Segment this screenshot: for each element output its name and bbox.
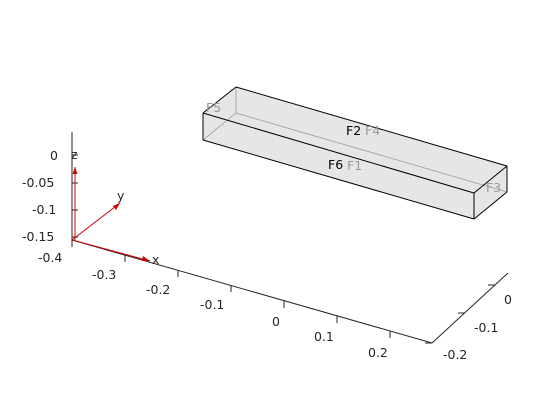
triad-y-label: y (117, 188, 125, 203)
box-edge (202, 86, 237, 114)
triad-x-line (71, 239, 151, 262)
box-hidden-edge (202, 112, 237, 141)
z-tick-label: -0.1 (32, 202, 56, 217)
triad-z-arrowhead (72, 167, 78, 174)
x-tick-label: 0.1 (314, 329, 334, 344)
box-geometry: F5 F2 F4 F6 F1 F3 (202, 86, 508, 220)
x-tick-label: -0.3 (92, 267, 116, 282)
z-tick-label: -0.05 (22, 175, 54, 190)
triad-y-arrowhead (113, 203, 120, 210)
x-tick-label: 0 (272, 314, 280, 329)
face-label-f1: F1 (347, 158, 362, 173)
box-edge (473, 191, 508, 220)
y-tick-label: -0.1 (474, 320, 498, 335)
box-front-face (203, 113, 474, 219)
box-edge (202, 112, 475, 194)
face-label-f5: F5 (206, 100, 221, 115)
face-label-f2: F2 (346, 123, 361, 138)
triad-z-label: z (71, 147, 78, 162)
box-edge (473, 165, 508, 194)
axes: -0.4 -0.3 -0.2 -0.1 0 0.1 0.2 0 -0.1 -0.… (22, 132, 512, 362)
y-tick-label: -0.2 (443, 347, 467, 362)
face-label-f6: F6 (328, 157, 343, 172)
face-label-f4: F4 (365, 123, 380, 138)
box-top-face (203, 87, 507, 193)
y-axis-line (431, 272, 509, 344)
box-edge (202, 139, 475, 220)
y-tick-label: 0 (504, 292, 512, 307)
x-tick-label: -0.2 (146, 282, 170, 297)
face-label-f3: F3 (486, 180, 501, 195)
x-tick-label: 0.2 (368, 345, 388, 360)
x-axis-line (71, 239, 433, 344)
triad-y-line (71, 202, 121, 241)
x-tick-label: -0.4 (38, 250, 62, 265)
z-tick-label: -0.15 (22, 229, 54, 244)
triad-x-label: x (152, 252, 159, 267)
x-tick-label: -0.1 (200, 297, 224, 312)
box-right-face (474, 166, 507, 219)
box-edge (235, 86, 508, 167)
box-hidden-edge (235, 112, 508, 193)
coordinate-triad: x y z (71, 147, 159, 267)
triad-x-arrowhead (142, 256, 150, 261)
z-tick-label: 0 (50, 148, 58, 163)
